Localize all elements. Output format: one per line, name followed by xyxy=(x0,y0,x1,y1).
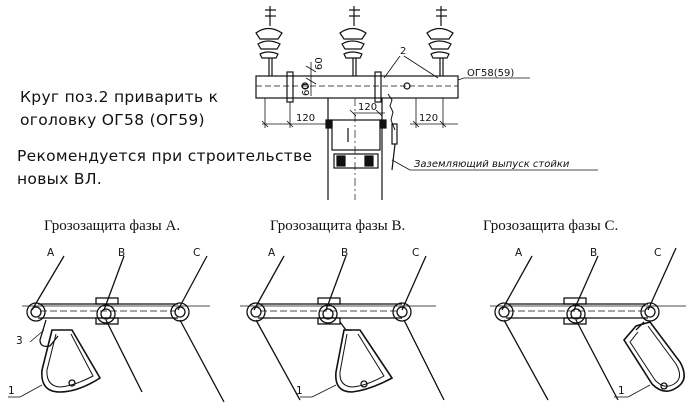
note-weld-line1: Круг поз.2 приварить к xyxy=(20,88,219,106)
insulator-left xyxy=(255,6,283,76)
dim-120-right: 120 xyxy=(419,113,438,124)
panel-a-title: Грозозащита фазы А. xyxy=(44,218,181,234)
dim-60-lower: 60 xyxy=(301,83,312,96)
insulator-right xyxy=(426,6,454,76)
cap-type-label: ОГ58(59) xyxy=(467,68,514,79)
panel-b-phase-c-label: С xyxy=(412,247,419,259)
panel-c-phase-c-label: С xyxy=(654,247,661,259)
note-recommend: Рекомендуется при строительстве новых ВЛ… xyxy=(17,145,312,191)
panel-a-position-1: 1 xyxy=(8,385,15,397)
panel-c-phase-b-label: В xyxy=(590,247,597,259)
panel-b-title: Грозозащита фазы В. xyxy=(270,218,406,234)
cap-crossbar xyxy=(255,75,459,99)
panel-c-phase-a-label: А xyxy=(515,247,523,259)
panel-b-phase-a-label: А xyxy=(268,247,276,259)
note-weld-line2: оголовку ОГ58 (ОГ59) xyxy=(20,111,205,129)
panel-a-position-3: 3 xyxy=(16,335,23,347)
dim-60-upper: 60 xyxy=(314,57,325,70)
panel-b-phase-b-label: В xyxy=(341,247,348,259)
position-2-label: 2 xyxy=(400,46,406,57)
dim-120-middle: 120 xyxy=(358,102,377,113)
ground-lead-label: Заземляющий выпуск стойки xyxy=(414,159,570,170)
panel-b-position-1: 1 xyxy=(296,385,303,397)
insulator-middle xyxy=(339,6,367,76)
note-weld: Круг поз.2 приварить к оголовку ОГ58 (ОГ… xyxy=(20,86,218,132)
panel-c-position-1: 1 xyxy=(618,385,625,397)
dim-120-left: 120 xyxy=(296,113,315,124)
panel-a-phase-c-label: С xyxy=(193,247,200,259)
panel-a-phase-b-label: В xyxy=(118,247,125,259)
note-recommend-line1: Рекомендуется при строительстве xyxy=(17,147,313,165)
note-recommend-line2: новых ВЛ. xyxy=(17,170,103,188)
panel-a-phase-a-label: А xyxy=(47,247,55,259)
panel-c-title: Грозозащита фазы С. xyxy=(483,218,619,234)
